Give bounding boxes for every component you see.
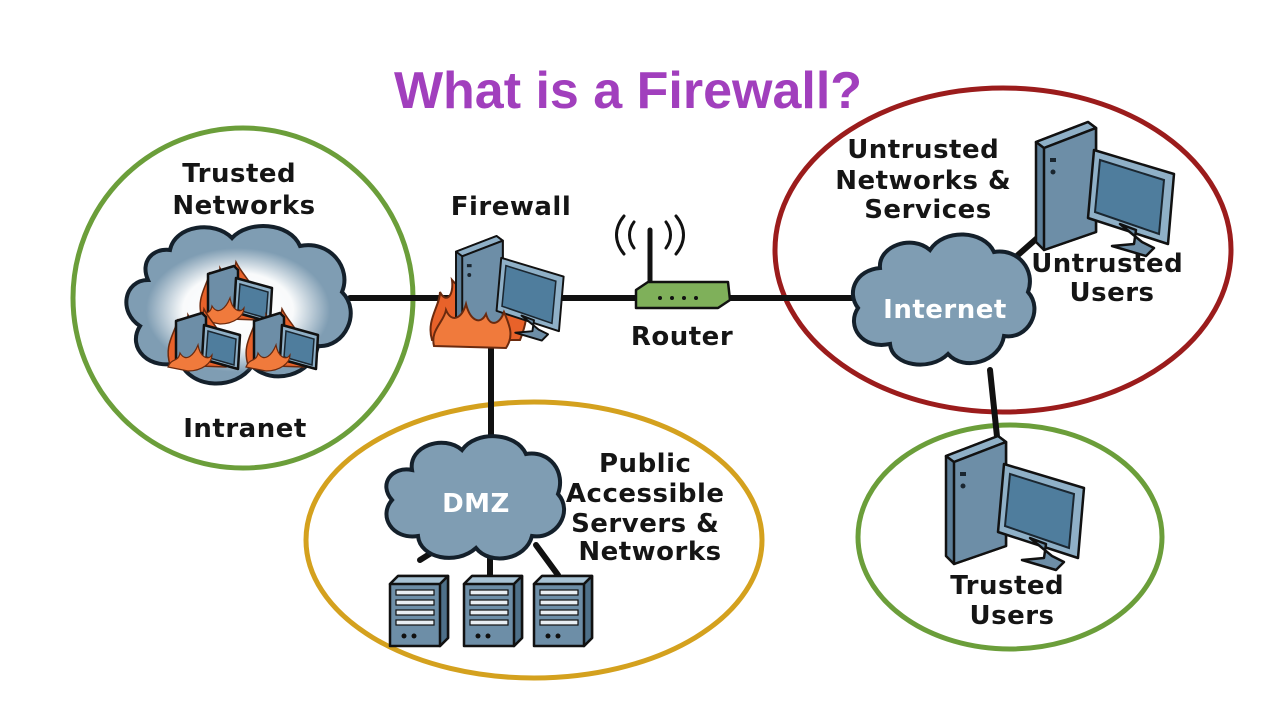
trusted-users-label: Trusted Users — [950, 571, 1073, 631]
firewall-icon — [429, 235, 565, 350]
dmz-zone-label: Public Accessible Servers & Networks — [566, 449, 734, 567]
server-icon — [462, 574, 524, 648]
trusted-user-computer-icon — [944, 434, 1086, 572]
dmz-label: DMZ — [442, 489, 510, 519]
untrusted-networks-boundary — [772, 85, 1234, 415]
trusted-networks-label: Trusted Networks — [172, 159, 315, 221]
firewall-label: Firewall — [451, 192, 572, 222]
untrusted-users-label: Untrusted Users — [1031, 249, 1193, 308]
dmz-cloud-icon — [384, 434, 566, 561]
untrusted-networks-label: Untrusted Networks & Services — [835, 135, 1021, 225]
dmz-boundary — [303, 399, 765, 681]
internet-cloud-icon — [851, 232, 1037, 367]
untrusted-user-computer-icon — [1034, 120, 1176, 258]
server-icon — [388, 574, 450, 648]
router-label: Router — [631, 322, 733, 352]
page-title: What is a Firewall? — [394, 62, 862, 120]
intranet-label: Intranet — [183, 414, 307, 444]
trusted-users-boundary — [855, 422, 1165, 652]
server-icon — [532, 574, 594, 648]
internet-label: Internet — [883, 295, 1007, 325]
wireless-router-icon — [615, 214, 732, 310]
